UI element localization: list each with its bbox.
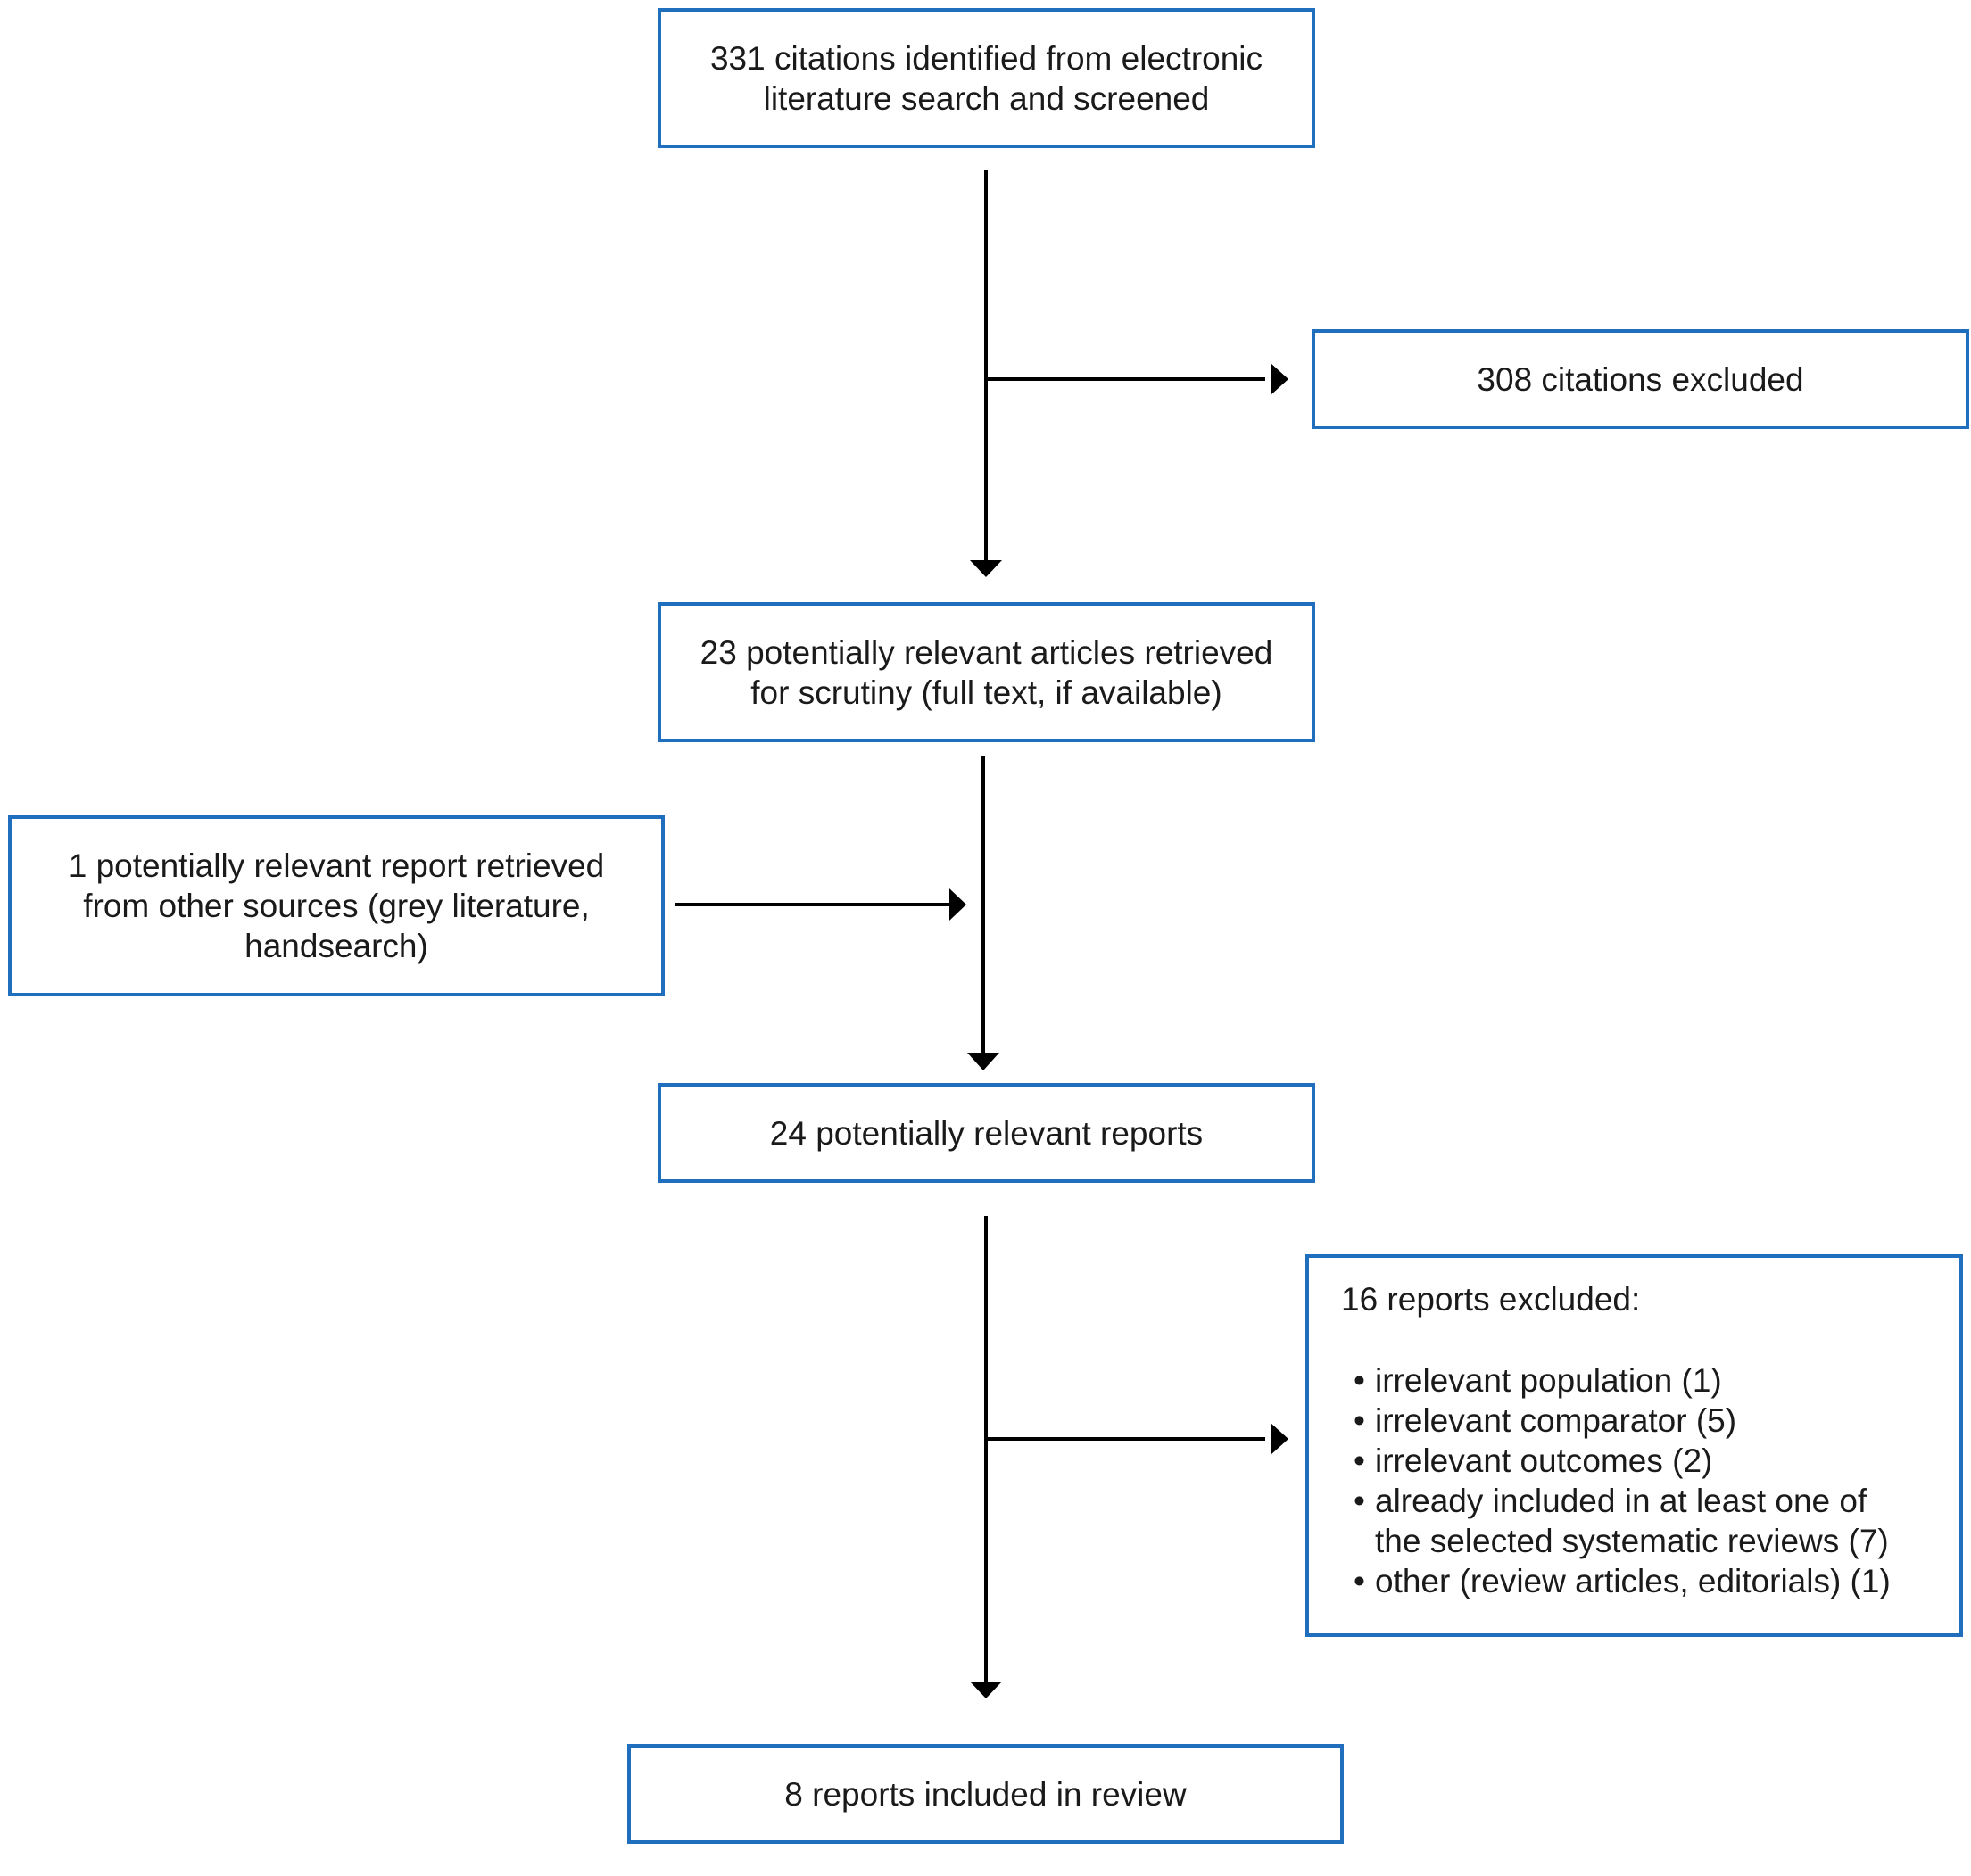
box-text-line: from other sources (grey literature, [83, 888, 590, 924]
box-text-line: handsearch) [244, 928, 428, 964]
exclusion-reason-item: irrelevant comparator (5) [1354, 1401, 1927, 1441]
exclusion-reasons-list: irrelevant population (1) irrelevant com… [1341, 1360, 1927, 1601]
arrowhead-down-icon [970, 560, 1002, 577]
box-text-line: for scrutiny (full text, if available) [750, 674, 1222, 711]
exclusion-reason-item: irrelevant outcomes (2) [1354, 1441, 1927, 1481]
other-sources-box: 1 potentially relevant report retrieved … [8, 815, 665, 996]
exclusion-reason-continuation: the selected systematic reviews (7) [1375, 1523, 1889, 1559]
arrowhead-right-icon [1271, 363, 1288, 395]
citations-excluded-box: 308 citations excluded [1312, 329, 1969, 429]
arrowhead-down-icon [967, 1053, 999, 1070]
included-reports-box: 8 reports included in review [627, 1744, 1344, 1844]
box-text-line: 8 reports included in review [784, 1775, 1187, 1813]
arrowhead-down-icon [970, 1682, 1002, 1698]
reports-excluded-heading: 16 reports excluded: [1341, 1281, 1641, 1318]
reports-excluded-box: 16 reports excluded: irrelevant populati… [1305, 1254, 1963, 1637]
relevant-reports-box: 24 potentially relevant reports [658, 1083, 1315, 1183]
arrowhead-right-icon [1271, 1423, 1288, 1455]
arrowhead-right-icon [949, 888, 966, 921]
box-text-line: 23 potentially relevant articles retriev… [700, 633, 1273, 671]
box-text-line: 24 potentially relevant reports [769, 1114, 1204, 1152]
box-text-line: 1 potentially relevant report retrieved [68, 847, 605, 884]
exclusion-reason-item: irrelevant population (1) [1354, 1360, 1927, 1401]
box-text-line: 331 citations identified from electronic [709, 39, 1263, 77]
citations-identified-box: 331 citations identified from electronic… [658, 8, 1315, 148]
exclusion-reason-item: other (review articles, editorials) (1) [1354, 1561, 1927, 1601]
box-text-line: 308 citations excluded [1477, 360, 1804, 398]
articles-retrieved-box: 23 potentially relevant articles retriev… [658, 602, 1315, 742]
box-text-line: literature search and screened [763, 79, 1210, 117]
exclusion-reason-item: already included in at least one of [1354, 1481, 1927, 1521]
